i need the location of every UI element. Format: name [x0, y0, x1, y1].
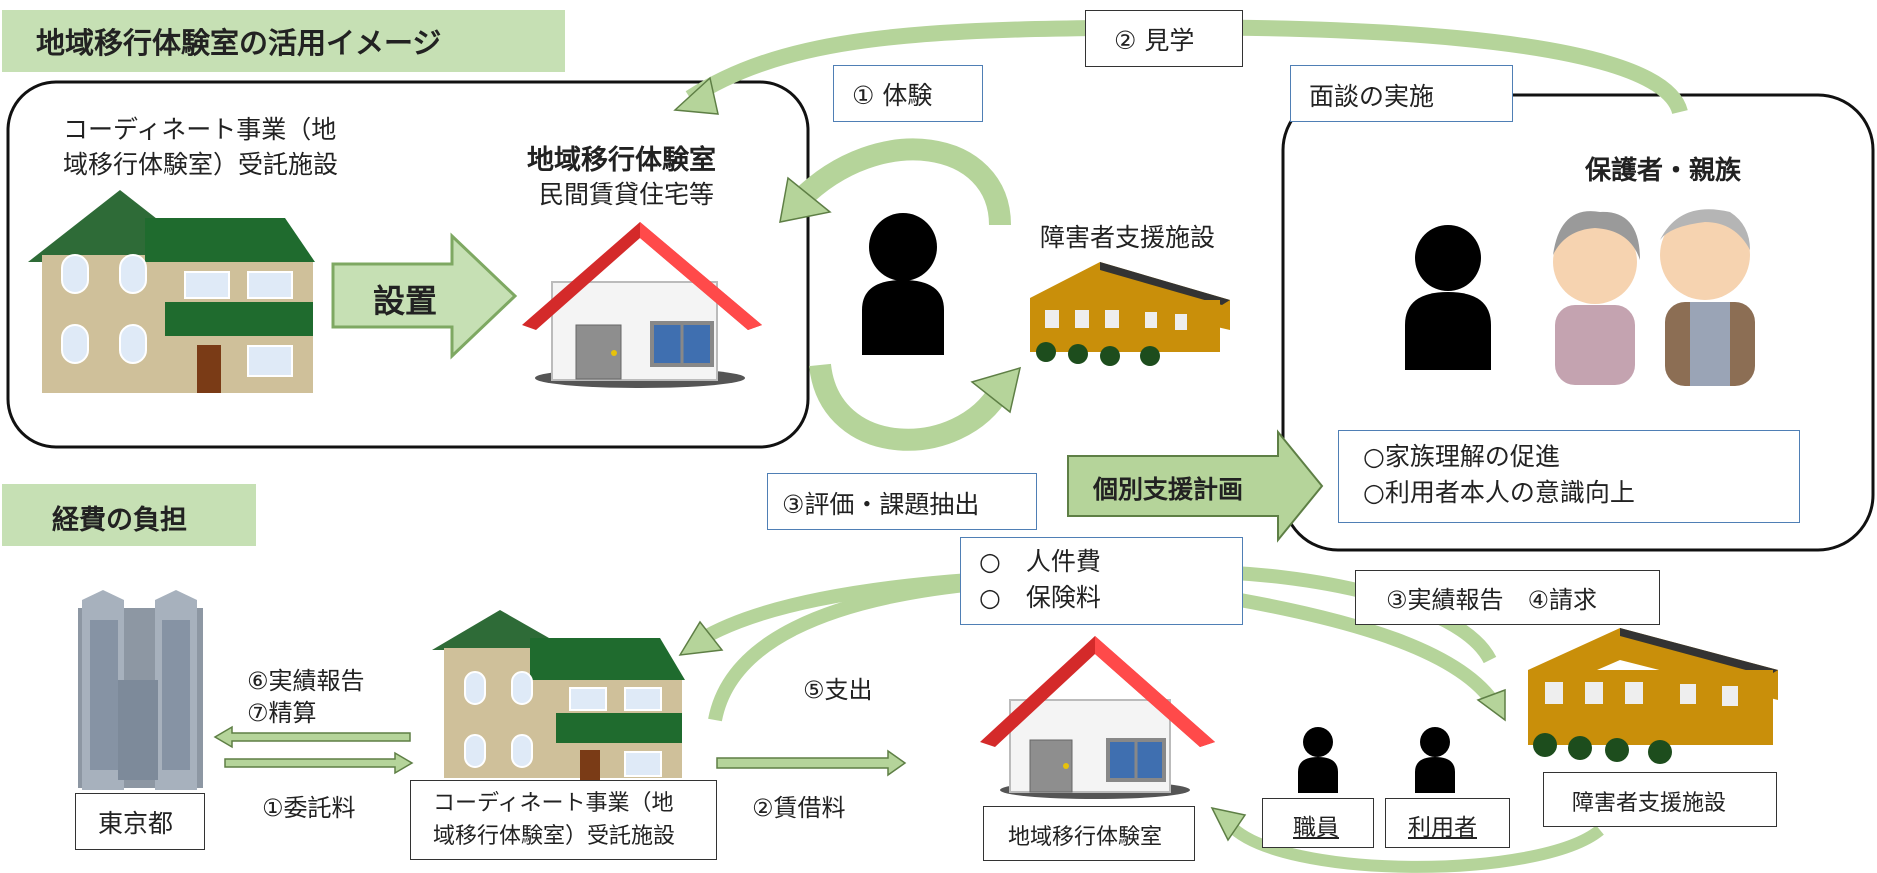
costs-box: ○ 人件費 ○ 保険料 [960, 537, 1243, 625]
commission-arrow [224, 751, 414, 775]
outcome-family-understanding: ○家族理解の促進 [1363, 442, 1560, 471]
expense-label: ⑤支出 [803, 676, 873, 704]
support-plan-label: 個別支援計画 [1093, 475, 1244, 504]
step-experience-box: ① 体験 [833, 65, 983, 122]
coordinator-bottom-line2: 域移行体験室）受託施設 [433, 824, 676, 849]
rent-arrow [716, 749, 907, 777]
rent-label: ②賃借料 [752, 794, 846, 822]
return-arrow [1225, 820, 1604, 873]
facility-box-bottom: 障害者支援施設 [1543, 772, 1777, 827]
staff-label: 職員 [1293, 815, 1339, 841]
step-tour-label: ② 見学 [1114, 26, 1195, 55]
experience-room-house-illustration-bottom [980, 636, 1215, 799]
user-box: 利用者 [1385, 798, 1510, 848]
tokyo-government-building-illustration [78, 590, 203, 790]
coordinator-label-line1: コーディネート事業（地 [63, 115, 337, 144]
expense-arrow [708, 578, 966, 722]
cost-to-facility-arrow [1238, 593, 1501, 709]
facility-building-illustration-bottom [1528, 628, 1778, 764]
outcomes-box: ○家族理解の促進 ○利用者本人の意識向上 [1338, 430, 1800, 523]
staff-person-icon [1298, 727, 1338, 793]
person-icon-right [1405, 225, 1491, 370]
person-icon-center [862, 213, 944, 355]
step-experience-label: ① 体験 [852, 81, 933, 110]
cycle-arrow-bottom [809, 363, 1010, 451]
facility-bottom-label: 障害者支援施設 [1572, 791, 1727, 816]
room-bottom-label: 地域移行体験室 [1008, 825, 1163, 850]
coordinator-house-illustration [28, 190, 315, 393]
settlement-label: ⑦精算 [247, 699, 317, 727]
staff-box: 職員 [1262, 798, 1374, 848]
coordinator-house-illustration-bottom [432, 610, 685, 780]
guardians-label: 保護者・親族 [1585, 156, 1742, 186]
report-claim-label: ③実績報告 ④請求 [1386, 586, 1598, 614]
room-title: 地域移行体験室 [527, 145, 716, 176]
step-tour-box: ② 見学 [1085, 10, 1243, 67]
facility-building-illustration [1030, 262, 1230, 366]
commission-label: ①委託料 [262, 794, 356, 822]
install-arrow [331, 232, 518, 360]
right-frame [1281, 93, 1875, 552]
interview-box: 面談の実施 [1290, 65, 1513, 122]
coordinator-bottom-line1: コーディネート事業（地 [433, 791, 674, 816]
experience-room-house-illustration [522, 222, 762, 388]
report-label: ⑥実績報告 [247, 667, 365, 695]
tokyo-label: 東京都 [98, 809, 174, 838]
interview-label: 面談の実施 [1309, 82, 1435, 111]
outcome-user-awareness: ○利用者本人の意識向上 [1363, 478, 1635, 507]
install-label: 設置 [373, 282, 438, 320]
report-settle-arrow [213, 725, 411, 749]
section2-header: 経費の負担 [2, 484, 256, 546]
step-evaluation-label: ③評価・課題抽出 [782, 490, 980, 519]
user-person-icon [1415, 727, 1455, 793]
cost-insurance: ○ 保険料 [979, 583, 1101, 612]
coordinator-label-line2: 域移行体験室）受託施設 [63, 150, 339, 179]
report-claim-box: ③実績報告 ④請求 [1355, 570, 1660, 625]
facility-label-top: 障害者支援施設 [1040, 223, 1216, 252]
user-label: 利用者 [1408, 815, 1477, 841]
elderly-couple-illustration [1553, 209, 1755, 386]
tokyo-box: 東京都 [75, 793, 205, 850]
cost-personnel: ○ 人件費 [979, 547, 1101, 576]
room-subtitle: 民間賃貸住宅等 [539, 180, 715, 209]
cycle-arrow-top [792, 138, 1011, 226]
left-frame [6, 80, 810, 449]
room-box-bottom: 地域移行体験室 [983, 806, 1195, 861]
support-plan-arrow [1067, 429, 1324, 543]
section1-header: 地域移行体験室の活用イメージ [2, 10, 565, 72]
step-evaluation-box: ③評価・課題抽出 [767, 473, 1037, 530]
coordinator-box-bottom: コーディネート事業（地 域移行体験室）受託施設 [410, 780, 717, 860]
